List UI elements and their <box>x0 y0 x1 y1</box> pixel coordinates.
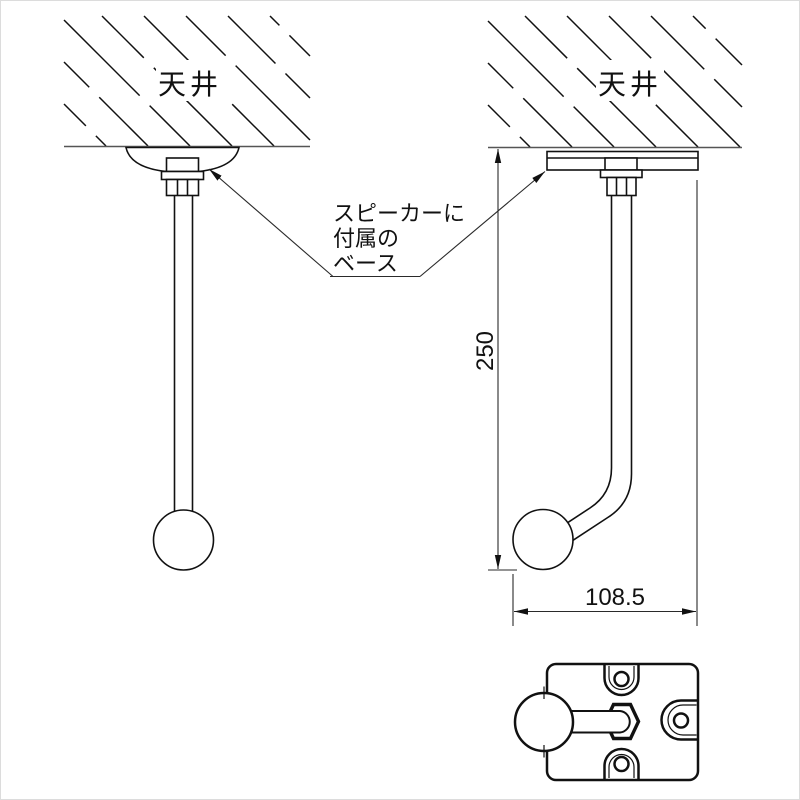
leader-arrow-right <box>419 171 546 277</box>
annotation-line-2: 付属の <box>333 226 399 251</box>
bent-rod-outer-edge <box>567 195 613 524</box>
leader-arrow-left <box>208 168 334 277</box>
mount-tab-top <box>603 665 640 697</box>
hatch-stroke <box>98 96 149 147</box>
hatch-stroke <box>269 15 280 26</box>
hatch-stroke <box>487 104 511 128</box>
hatch-stroke <box>235 65 311 141</box>
stem-block-left <box>165 157 200 173</box>
hatch-stroke <box>63 61 90 88</box>
mount-hole-bottom <box>613 755 630 773</box>
dimension-width: 108.5 <box>512 180 698 626</box>
stem-block-right <box>604 157 638 171</box>
hatch-stroke <box>63 19 141 97</box>
ceiling-label-right: 天井 <box>598 69 662 100</box>
washer-left <box>160 170 205 181</box>
dimension-height-value: 250 <box>472 331 499 371</box>
hatch-stroke <box>608 15 652 59</box>
mount-tab-right <box>660 699 698 741</box>
hatch-stroke <box>576 67 657 148</box>
hatch-stroke <box>715 38 743 66</box>
annotation-line-3: ベース <box>333 251 398 276</box>
hatch-stroke <box>522 97 573 148</box>
mount-tab-bottom-inner <box>608 753 635 778</box>
label-backdrop-right <box>596 60 664 101</box>
bent-rod-inner-edge <box>572 195 633 541</box>
hatch-stroke <box>573 106 615 148</box>
rod-plan <box>560 710 631 734</box>
washer-right <box>599 169 643 179</box>
hatch-stroke <box>149 105 191 147</box>
leader-annotation: スピーカーに 付属の ベース <box>208 168 546 278</box>
left-view-straight-bracket: 天井 <box>63 15 311 571</box>
ball-plan <box>513 691 575 753</box>
hex-nut-left <box>165 178 200 197</box>
hatch-stroke <box>519 136 531 148</box>
hatch-stroke <box>487 62 514 89</box>
hatch-stroke <box>288 34 311 57</box>
hatch-stroke <box>655 104 699 148</box>
hatch-stroke <box>185 15 227 57</box>
ceiling-label-left: 天井 <box>158 69 222 100</box>
mount-tab-right-inner <box>667 704 697 736</box>
hatch-stroke <box>713 78 743 108</box>
mount-tab-top-inner <box>608 666 635 691</box>
right-view-bent-bracket: 天井 <box>487 15 743 571</box>
mount-hole-right <box>672 712 690 729</box>
dimension-width-value: 108.5 <box>585 584 645 611</box>
hatch-stroke <box>227 15 277 65</box>
plan-view-base-plate <box>513 662 700 782</box>
hatch-stroke <box>524 15 568 59</box>
hatch-stroke <box>284 72 311 99</box>
hatch-stroke <box>650 15 705 70</box>
dimension-height: 250 <box>472 149 517 571</box>
mount-hole-top <box>613 670 630 688</box>
hatch-stroke <box>692 15 707 30</box>
mount-tab-bottom <box>603 747 640 779</box>
hatch-stroke <box>487 20 565 98</box>
hex-nut-right <box>606 176 637 197</box>
hatch-stroke <box>95 135 107 147</box>
label-backdrop-left <box>156 60 224 101</box>
ceiling-hatch-left <box>63 15 311 147</box>
hatch-stroke <box>660 67 741 148</box>
ball-end-right <box>512 508 574 571</box>
annotation-line-1: スピーカーに <box>333 201 465 226</box>
hatch-stroke <box>231 103 275 147</box>
hatch-stroke <box>63 103 87 127</box>
ball-end-left <box>152 509 215 571</box>
hatch-stroke <box>101 15 145 59</box>
